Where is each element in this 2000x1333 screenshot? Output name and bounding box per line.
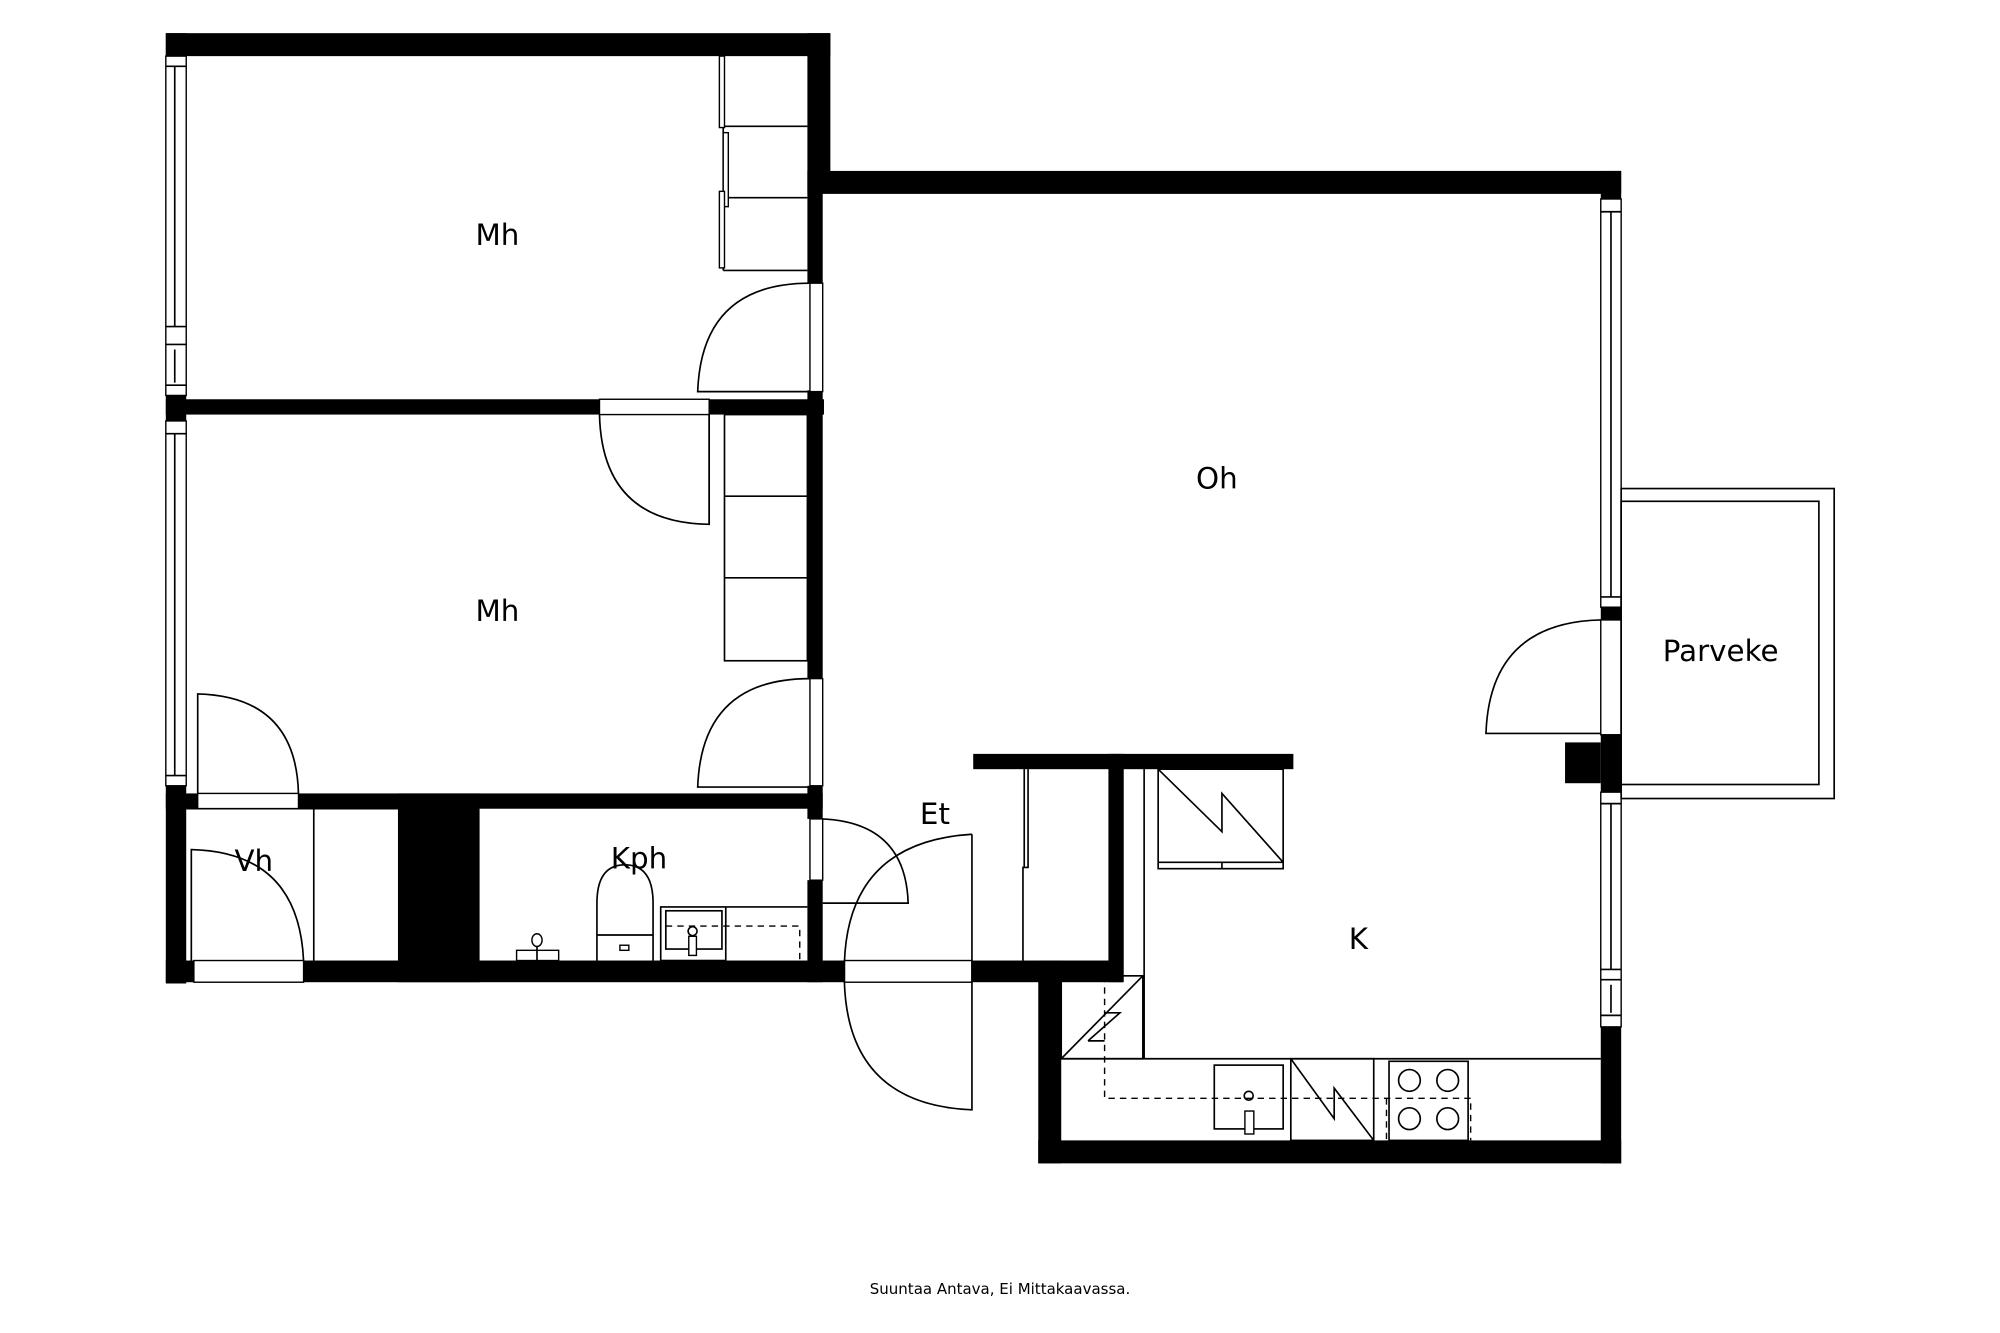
door-bathroom [809,818,910,904]
room-label-kitchen: K [1349,922,1369,956]
door-vh [190,848,305,983]
room-label-bedroom-1: Mh [475,218,519,252]
kitchen-sink-icon [1213,1064,1284,1135]
doors [190,282,1601,1111]
room-label-balcony: Parveke [1663,634,1779,668]
toilet-icon [596,864,654,961]
room-label-entry: Et [920,797,950,831]
windows [165,55,1622,1028]
door-bedroom-2-right [696,677,824,788]
room-label-living-room: Oh [1196,462,1238,496]
dishwasher-icon [1289,1057,1375,1142]
fridge-icon [1157,768,1284,870]
disclaimer-footer: Suuntaa Antava, Ei Mittakaavassa. [869,1280,1131,1298]
door-balcony [1485,619,1601,735]
door-bedroom-1 [696,282,824,393]
balcony [1620,487,1836,800]
door-closet-bedroom [196,693,300,810]
bathroom-fixtures [515,864,808,962]
shower-icon [515,933,560,962]
kitchen-fixtures [1060,768,1601,1142]
room-label-bathroom: Kph [611,842,667,876]
room-label-bedroom-2: Mh [475,594,519,628]
freezer-icon [1060,975,1144,1060]
stove-icon [1388,1060,1469,1142]
sink-icon [659,906,727,962]
door-front [843,833,973,1111]
door-bedroom-2-top [598,398,711,526]
room-label-closet: Vh [234,844,273,878]
wardrobes [186,55,1029,961]
walls [165,33,1622,1164]
